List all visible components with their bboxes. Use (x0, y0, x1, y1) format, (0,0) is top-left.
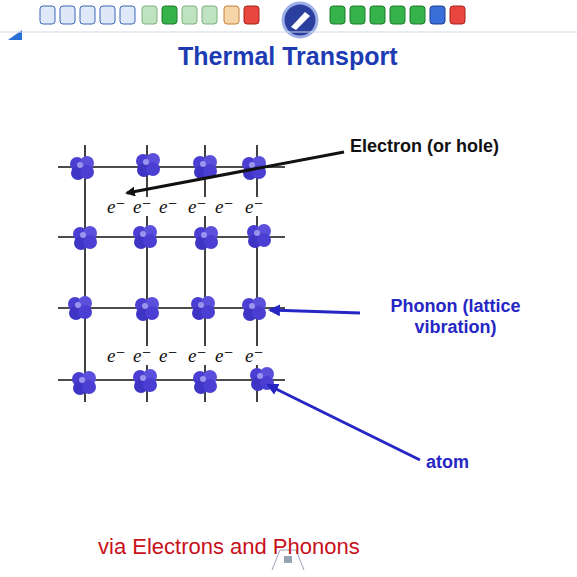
leader-arrow (127, 152, 344, 193)
electron-symbol: e⁻ (214, 197, 234, 216)
electron-symbol: e⁻ (244, 197, 264, 216)
leader-arrow (270, 310, 360, 313)
callout-label: Phonon (lattice vibration) (368, 296, 543, 338)
electron-symbol: e⁻ (132, 197, 152, 216)
electron-symbol: e⁻ (187, 346, 207, 365)
atoms (68, 153, 274, 395)
callout-label: Electron (or hole) (350, 136, 499, 157)
electron-symbol: e⁻ (158, 346, 178, 365)
electron-symbol: e⁻ (187, 197, 207, 216)
electron-symbol: e⁻ (214, 346, 234, 365)
slide-title: Thermal Transport (178, 42, 398, 71)
electron-symbol: e⁻ (106, 197, 126, 216)
electron-symbol: e⁻ (132, 346, 152, 365)
callout-label: atom (426, 452, 469, 473)
leader-arrow (268, 385, 420, 460)
electron-symbol: e⁻ (244, 346, 264, 365)
toolbar (0, 3, 577, 40)
slide-caption: via Electrons and Phonons (98, 534, 360, 560)
electron-symbol: e⁻ (158, 197, 178, 216)
electron-symbol: e⁻ (106, 346, 126, 365)
